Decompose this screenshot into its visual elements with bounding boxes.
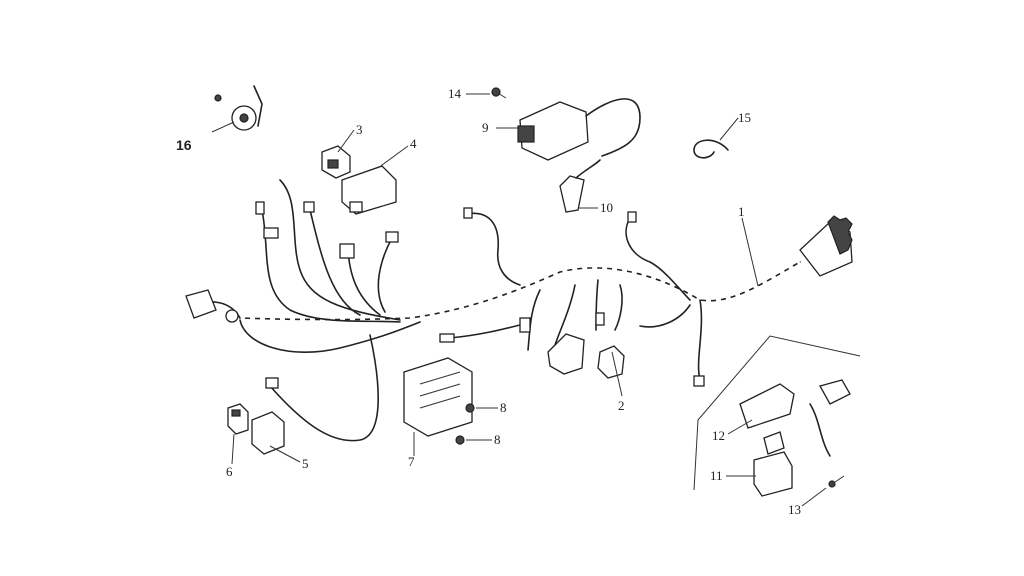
- label-part-14: 14: [448, 86, 462, 101]
- starter-relay-inset: [693, 335, 861, 497]
- label-part-8-lower: 8: [494, 432, 501, 447]
- label-part-15: 15: [738, 110, 751, 125]
- label-part-16: 16: [176, 137, 192, 153]
- label-part-2: 2: [618, 398, 625, 413]
- leader-lines: [211, 93, 827, 507]
- part-3-connector: [321, 145, 351, 179]
- label-part-3: 3: [356, 122, 363, 137]
- label-part-5: 5: [302, 456, 309, 471]
- label-part-7: 7: [408, 454, 415, 469]
- part-number-labels: 1 2 3 4 5 6 7 8 8 9 10 11 12 13 14 15 16: [176, 86, 801, 517]
- label-part-10: 10: [600, 200, 613, 215]
- label-part-8-upper: 8: [500, 400, 507, 415]
- label-part-9: 9: [482, 120, 489, 135]
- main-wiring-harness: [185, 179, 853, 442]
- label-part-6: 6: [226, 464, 233, 479]
- label-part-12: 12: [712, 428, 725, 443]
- part-16-horn: [214, 85, 263, 131]
- part-10-plug-cap: [559, 159, 601, 213]
- part-14-screw: [491, 87, 507, 99]
- part-15-clip: [693, 139, 729, 159]
- part-9-ignition-coil: [517, 98, 641, 161]
- part-2-relay: [547, 333, 625, 379]
- part-8-screws: [455, 403, 475, 445]
- part-4-flasher: [341, 165, 397, 215]
- label-part-1: 1: [738, 204, 745, 219]
- part-5-relay: [251, 411, 285, 455]
- label-part-4: 4: [410, 136, 417, 151]
- label-part-11: 11: [710, 468, 723, 483]
- label-part-13: 13: [788, 502, 801, 517]
- part-7-cdi-unit: [403, 357, 473, 437]
- part-6-connector: [227, 403, 249, 435]
